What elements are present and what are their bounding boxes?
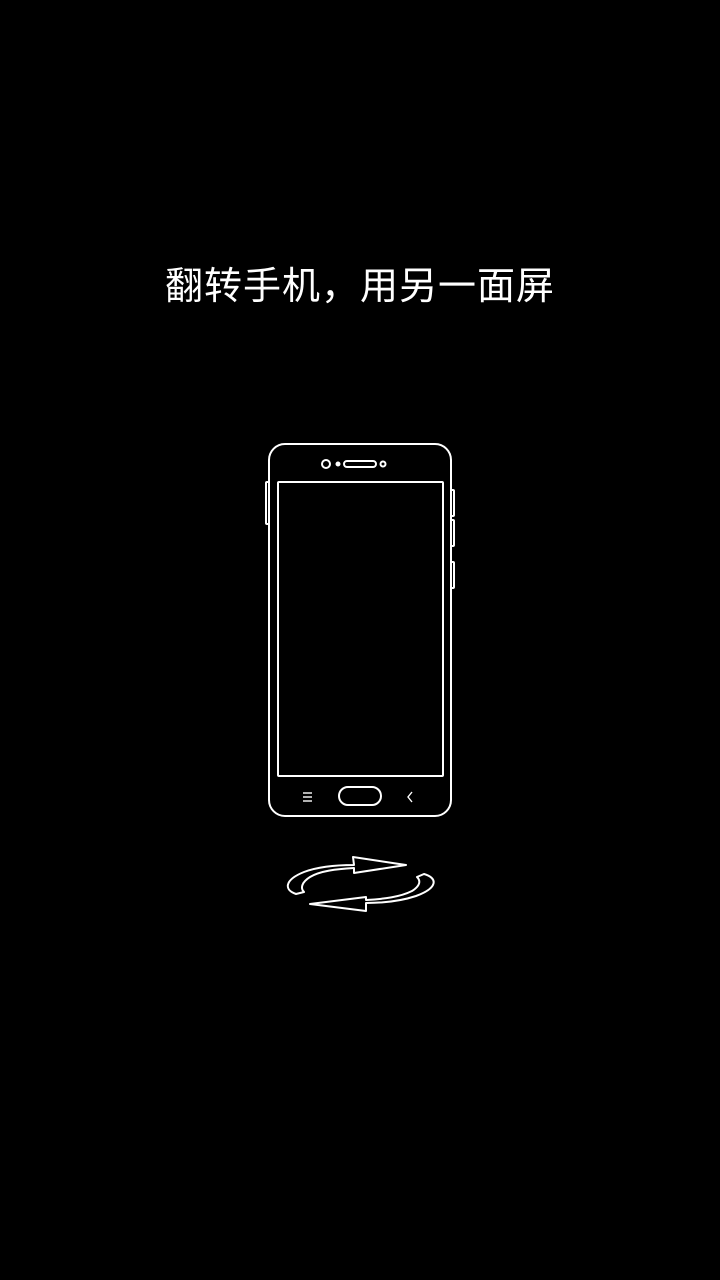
- phone-outline-icon: [265, 443, 455, 817]
- instruction-text: 翻转手机，用另一面屏: [164, 264, 555, 308]
- flip-rotate-arrows-icon: [286, 856, 435, 912]
